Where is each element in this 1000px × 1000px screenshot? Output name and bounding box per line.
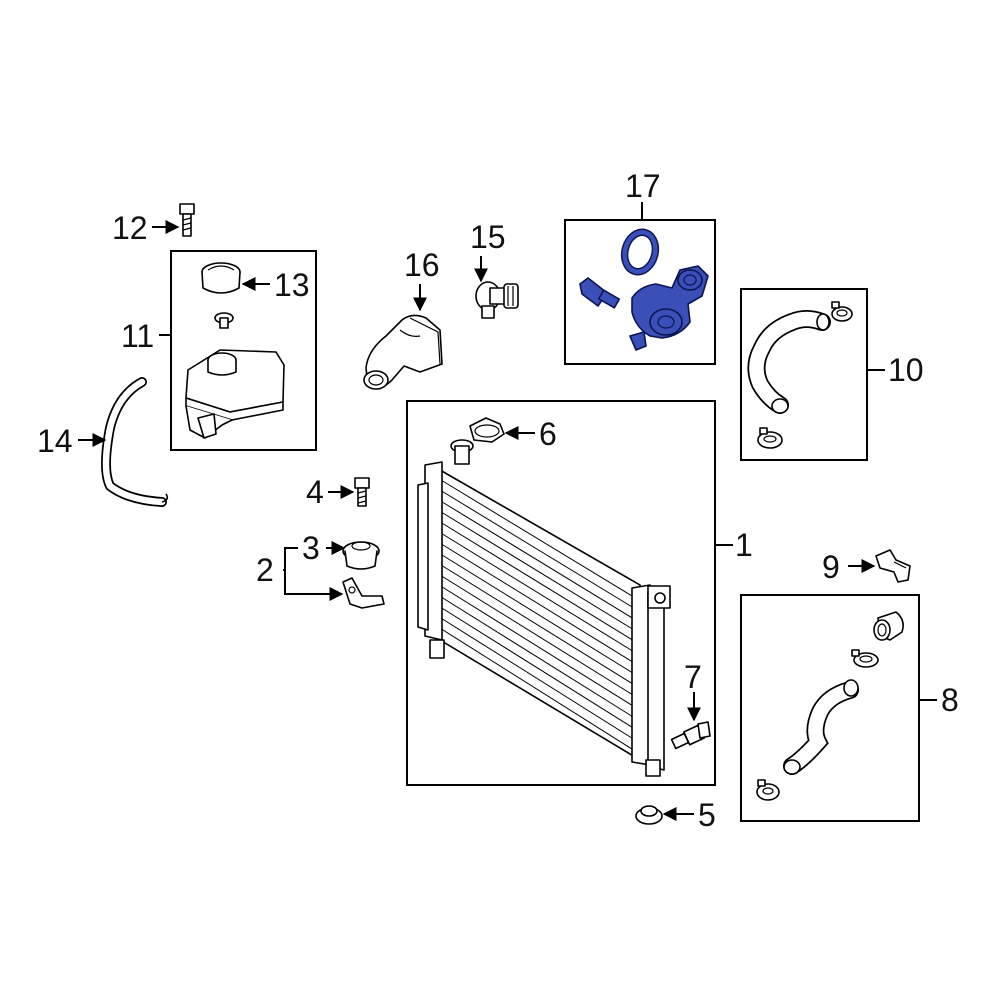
radiator-fin-line <box>441 565 633 684</box>
drain-plug[interactable] <box>670 721 711 750</box>
hose-connector[interactable] <box>875 549 911 583</box>
lower-hose-box <box>740 594 920 822</box>
reservoir-cap-seal <box>214 312 234 329</box>
callout-2[interactable]: 2 <box>256 552 274 588</box>
callout-5[interactable]: 5 <box>698 797 716 833</box>
radiator-assembly-box <box>406 400 716 786</box>
callout-12[interactable]: 12 <box>112 210 148 246</box>
reservoir-cap[interactable] <box>201 262 241 294</box>
lower-hose-clamp-bottom[interactable] <box>756 779 780 801</box>
radiator-fin-line <box>441 522 633 641</box>
thermostat-housing-box <box>564 219 716 365</box>
radiator-fin-line <box>441 501 633 619</box>
callout-3[interactable]: 3 <box>302 530 320 566</box>
radiator-fins <box>441 480 633 750</box>
radiator-fin-line <box>441 575 633 695</box>
radiator-fin-line <box>441 512 633 630</box>
callout-13[interactable]: 13 <box>274 267 310 303</box>
leader-lines <box>78 202 937 821</box>
callout-4[interactable]: 4 <box>306 474 324 510</box>
callout-16[interactable]: 16 <box>404 247 440 283</box>
radiator-mount-grommet[interactable] <box>635 805 663 825</box>
bracket-bolt[interactable] <box>354 477 370 507</box>
callout-15[interactable]: 15 <box>470 219 506 255</box>
callout-7[interactable]: 7 <box>684 659 702 695</box>
coolant-reservoir[interactable] <box>185 349 285 439</box>
radiator-cap[interactable] <box>469 417 505 443</box>
radiator-fin-line <box>441 628 633 750</box>
lower-hose-elbow[interactable] <box>873 611 904 641</box>
upper-hose-box <box>740 288 868 461</box>
water-outlet-fitting[interactable] <box>363 314 443 390</box>
radiator-fin-line <box>441 533 633 652</box>
radiator[interactable] <box>417 439 671 777</box>
callout-9[interactable]: 9 <box>822 549 840 585</box>
overflow-hose[interactable] <box>101 377 169 507</box>
lower-radiator-hose[interactable] <box>783 679 859 775</box>
upper-radiator-hose[interactable] <box>747 310 831 414</box>
radiator-fin-line <box>441 607 633 728</box>
radiator-bracket[interactable] <box>342 577 385 609</box>
lower-hose-clamp-top[interactable] <box>851 649 879 668</box>
radiator-fin-line <box>441 586 633 706</box>
thermostat-housing[interactable] <box>579 225 709 351</box>
radiator-fin-line <box>441 480 633 597</box>
callout-6[interactable]: 6 <box>539 416 557 452</box>
thermostat[interactable] <box>475 281 519 319</box>
radiator-fin-line <box>441 543 633 662</box>
upper-hose-clamp-bottom[interactable] <box>757 427 783 449</box>
callout-17[interactable]: 17 <box>625 168 661 204</box>
radiator-fin-line <box>441 618 633 739</box>
reservoir-assembly-box <box>170 250 317 451</box>
callout-1[interactable]: 1 <box>735 527 753 563</box>
radiator-fin-line <box>441 490 633 608</box>
upper-hose-clamp-top[interactable] <box>831 301 853 322</box>
callout-10[interactable]: 10 <box>888 352 924 388</box>
callout-11[interactable]: 11 <box>121 318 154 354</box>
reservoir-screw[interactable] <box>179 203 195 237</box>
radiator-fin-line <box>441 554 633 673</box>
radiator-fin-line <box>441 597 633 717</box>
radiator-insulator[interactable] <box>342 541 380 570</box>
callout-8[interactable]: 8 <box>941 682 959 718</box>
callout-14[interactable]: 14 <box>37 423 73 459</box>
